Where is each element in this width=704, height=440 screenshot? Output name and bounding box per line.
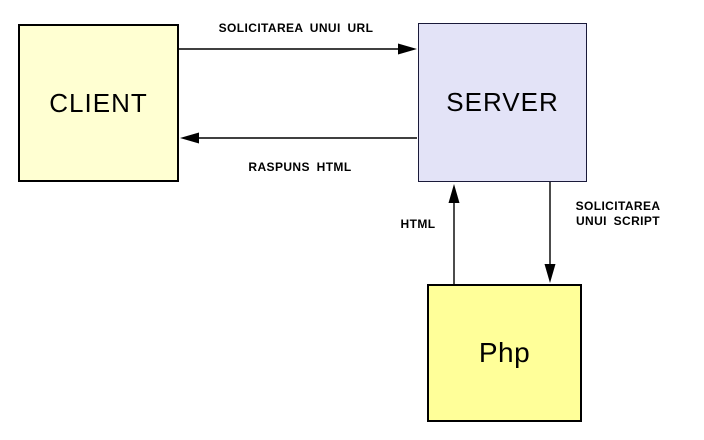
edge-label-html: HTML [400,217,436,231]
arrowhead-up-icon [448,184,460,203]
client-label: CLIENT [49,87,148,118]
node-server: SERVER [418,23,587,182]
php-label: Php [478,337,531,368]
node-php: Php [427,284,582,422]
edge-label-script: SOLICITAREA UNUI SCRIPT [560,199,676,229]
edge-label-request: SOLICITAREA UNUI URL [218,21,374,35]
arrowhead-down-icon [544,264,556,283]
node-client: CLIENT [18,24,179,182]
arrowhead-right-icon [398,43,417,55]
edge-label-script-line1: SOLICITAREA [575,199,661,213]
arrowhead-left-icon [180,132,199,144]
server-label: SERVER [446,87,559,117]
edge-label-response: RASPUNS HTML [248,160,352,174]
edge-label-script-line2: UNUI SCRIPT [575,214,661,228]
